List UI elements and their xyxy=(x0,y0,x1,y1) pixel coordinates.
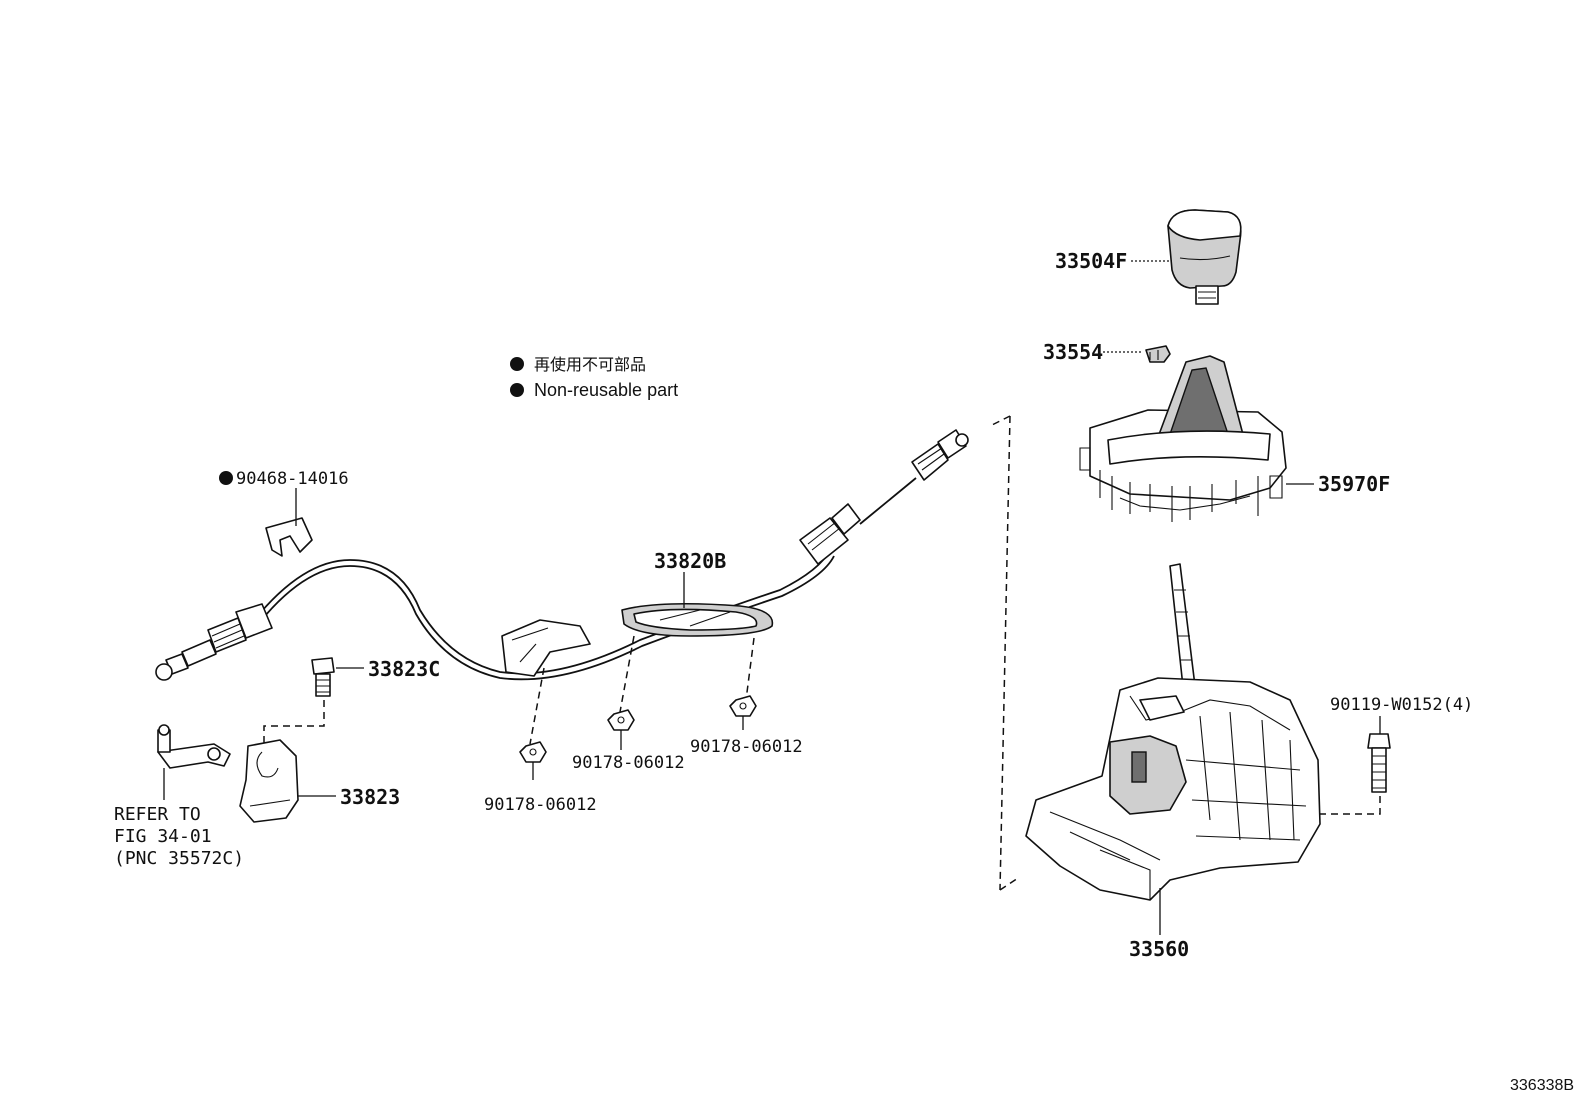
part-label-33554: 33554 xyxy=(1043,340,1103,364)
legend-english-text: Non-reusable part xyxy=(534,380,678,400)
reference-line-1: REFER TO xyxy=(114,804,201,825)
mounting-bolt xyxy=(1367,733,1391,793)
retaining-clip xyxy=(265,517,313,557)
non-reusable-bullet-icon xyxy=(510,383,524,397)
shift-knob xyxy=(1167,209,1242,305)
reference-lever-joint xyxy=(157,724,231,769)
part-label-90178-middle: 90178-06012 xyxy=(572,753,685,773)
flange-nut-left xyxy=(519,741,547,763)
group-boundary-line xyxy=(999,415,1011,891)
part-label-90178-left: 90178-06012 xyxy=(484,795,597,815)
legend-japanese-text: 再使用不可部品 xyxy=(534,355,646,374)
non-reusable-bullet-icon xyxy=(510,357,524,371)
flange-nut-middle xyxy=(607,709,635,731)
non-reusable-bullet-icon xyxy=(219,471,233,485)
figure-id: 336338B xyxy=(1510,1077,1574,1094)
shift-lever-assembly xyxy=(1025,563,1321,901)
part-label-90178-right: 90178-06012 xyxy=(690,737,803,757)
flange-nut-right xyxy=(729,695,757,717)
part-label-33823C: 33823C xyxy=(368,657,440,681)
part-label-35970F: 35970F xyxy=(1318,472,1390,496)
part-label-33820B: 33820B xyxy=(654,549,726,573)
part-label-90119: 90119-W0152(4) xyxy=(1330,695,1473,715)
reference-line-2: FIG 34-01 xyxy=(114,826,212,847)
cable-bracket xyxy=(239,739,299,823)
reference-line-3: (PNC 35572C) xyxy=(114,848,244,869)
transmission-control-cable xyxy=(155,429,969,681)
position-indicator-housing xyxy=(1079,355,1287,522)
legend: 再使用不可部品 Non-reusable part xyxy=(510,355,678,400)
part-label-90468: 90468-14016 xyxy=(236,469,349,489)
part-label-33823: 33823 xyxy=(340,785,400,809)
bracket-bolt xyxy=(311,657,335,697)
part-label-33560: 33560 xyxy=(1129,937,1189,961)
clip xyxy=(1145,345,1171,363)
part-label-33504F: 33504F xyxy=(1055,249,1127,273)
